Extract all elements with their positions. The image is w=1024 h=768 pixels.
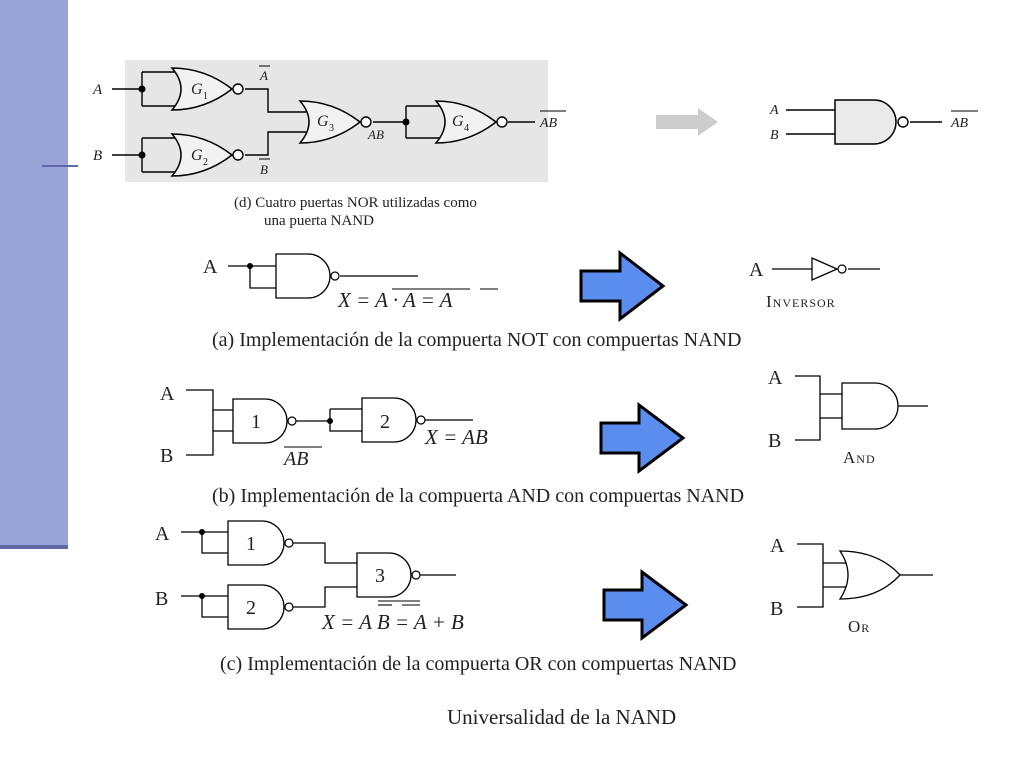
svg-text:Or: Or — [848, 617, 870, 636]
panel-b-input-b: B — [160, 445, 173, 467]
svg-text:A: A — [770, 535, 785, 557]
svg-text:G: G — [191, 81, 203, 98]
svg-text:3: 3 — [329, 123, 334, 134]
panel-b-nand-2 — [361, 397, 417, 443]
panel-b-and-from-nand: A B 1 2 AB X = AB A B And — [160, 367, 928, 474]
svg-text:B: B — [260, 162, 268, 177]
svg-text:1: 1 — [246, 533, 256, 555]
slide-accent-bar-edge — [0, 545, 68, 549]
svg-text:AB: AB — [950, 116, 969, 131]
panel-d-junction-a — [138, 85, 146, 93]
panel-a-blue-arrow — [579, 249, 666, 323]
panel-d-junction-mid — [402, 118, 410, 126]
panel-a-not-from-nand: A X = A · A = A A Inversor — [203, 249, 880, 323]
panel-c-caption: (c) Implementación de la compuerta OR co… — [220, 653, 737, 675]
panel-d-caption: (d) Cuatro puertas NOR utilizadas como u… — [234, 194, 477, 230]
panel-c-nand-1 — [227, 520, 285, 566]
panel-d-junction-b — [138, 151, 146, 159]
svg-text:And: And — [843, 448, 876, 467]
panel-d-caption-line2: una puerta NAND — [264, 213, 374, 229]
panel-d-gate-g2: G 2 — [170, 133, 244, 177]
svg-text:B: B — [770, 128, 779, 143]
svg-text:B: B — [768, 430, 781, 452]
panel-c-blue-arrow — [602, 569, 689, 641]
panel-d-gate-g1: G 1 — [170, 67, 244, 111]
panel-b-equation: X = AB — [424, 425, 488, 449]
panel-d-gate-g4: G 4 — [434, 100, 508, 144]
panel-c-or-from-nand: A B 1 2 3 X = A B = A + B A B Or — [155, 520, 933, 641]
panel-d-b-bar-label: B — [259, 158, 270, 177]
svg-text:2: 2 — [246, 597, 256, 619]
panel-d-gate-g3: G 3 — [298, 100, 372, 144]
svg-text:A: A — [769, 103, 779, 118]
panel-d-equivalent-nand: A B AB — [769, 99, 978, 145]
svg-text:Inversor: Inversor — [766, 292, 836, 311]
panel-c-input-a: A — [155, 523, 170, 545]
panel-a-nand-gate — [275, 253, 331, 299]
panel-d-ab-out-label: AB — [539, 110, 566, 131]
panel-b-blue-arrow — [599, 402, 686, 474]
panel-a-input: A — [203, 256, 218, 278]
panel-d-ab-mid-label: AB — [367, 127, 384, 142]
svg-text:X = A B = A + B: X = A B = A + B — [321, 610, 464, 634]
svg-text:A: A — [259, 68, 268, 83]
panel-c-or-symbol: A B Or — [770, 535, 933, 636]
panel-b-input-a: A — [160, 383, 175, 405]
panel-d-input-a: A — [92, 82, 103, 98]
panel-d-caption-line1: (d) Cuatro puertas NOR utilizadas como — [234, 195, 477, 211]
svg-text:G: G — [317, 113, 329, 130]
svg-text:AB: AB — [282, 448, 308, 470]
panel-d-nor-as-nand: A G 1 G 2 G 3 — [92, 60, 978, 182]
panel-c-input-b: B — [155, 588, 168, 610]
svg-text:3: 3 — [375, 565, 385, 587]
panel-d-a-bar-label: A — [259, 65, 270, 83]
svg-text:1: 1 — [203, 91, 208, 102]
panel-a-inverter-symbol: A Inversor — [749, 257, 880, 311]
panel-a-equation: X = A · A = A — [337, 288, 498, 312]
svg-text:1: 1 — [251, 411, 261, 433]
slide-title: Universalidad de la NAND — [447, 705, 677, 729]
panel-d-grey-arrow — [656, 108, 718, 136]
panel-b-caption: (b) Implementación de la compuerta AND c… — [212, 485, 745, 507]
svg-text:2: 2 — [203, 157, 208, 168]
svg-text:X = A · A = A: X = A · A = A — [337, 288, 453, 312]
svg-text:4: 4 — [464, 123, 469, 134]
panel-b-mid-label: AB — [282, 446, 322, 470]
slide-accent-tick — [42, 165, 78, 167]
svg-text:G: G — [191, 147, 203, 164]
svg-text:A: A — [749, 259, 764, 281]
svg-text:A: A — [768, 367, 783, 389]
panel-c-nand-2 — [227, 584, 285, 630]
svg-text:B: B — [770, 598, 783, 620]
panel-c-nand-3 — [356, 552, 412, 598]
panel-d-input-b: B — [93, 148, 102, 164]
svg-text:AB: AB — [539, 116, 558, 131]
slide-accent-bar — [0, 0, 68, 545]
svg-text:2: 2 — [380, 411, 390, 433]
panel-b-and-symbol: A B And — [768, 367, 928, 467]
panel-b-nand-1 — [232, 398, 288, 444]
panel-c-equation: X = A B = A + B — [321, 600, 464, 634]
svg-text:G: G — [452, 113, 464, 130]
panel-a-caption: (a) Implementación de la compuerta NOT c… — [212, 329, 742, 351]
